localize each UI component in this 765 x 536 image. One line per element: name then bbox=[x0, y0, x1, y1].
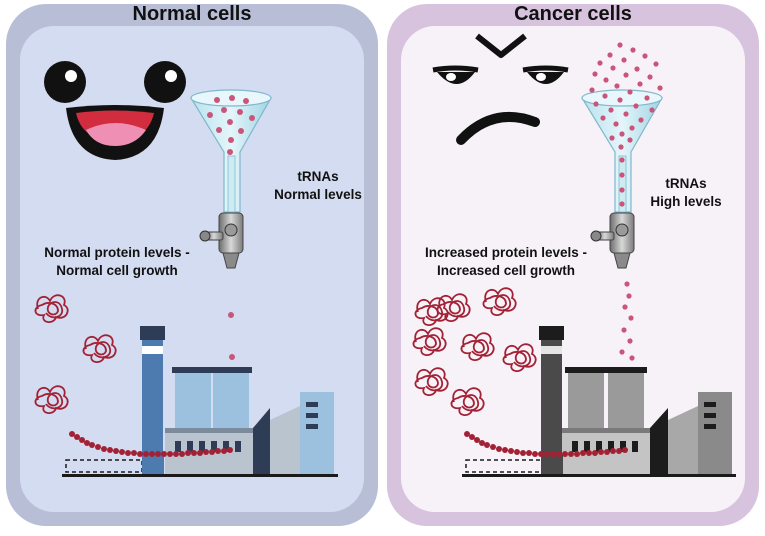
trna-label-normal-line1: tRNAs bbox=[297, 169, 339, 184]
trna-label-normal: tRNAs Normal levels bbox=[258, 168, 378, 204]
factory-normal bbox=[62, 326, 338, 477]
protein-label-cancer: Increased protein levels - Increased cel… bbox=[400, 244, 612, 280]
trna-label-cancer: tRNAs High levels bbox=[626, 175, 746, 211]
factory-cancer bbox=[462, 326, 736, 477]
angry-face-icon bbox=[432, 33, 569, 145]
protein-chain-cancer bbox=[464, 431, 628, 457]
protein-label-cancer-line1: Increased protein levels - bbox=[424, 245, 588, 260]
valve-cancer bbox=[590, 212, 635, 269]
protein-label-normal: Normal protein levels - Normal cell grow… bbox=[22, 244, 212, 280]
protein-label-normal-line2: Normal cell growth bbox=[56, 263, 178, 278]
protein-label-cancer-line2: Increased cell growth bbox=[436, 263, 576, 278]
protein-chain-normal bbox=[69, 431, 233, 457]
happy-face-icon bbox=[44, 61, 186, 160]
trna-label-cancer-line2: High levels bbox=[650, 194, 722, 209]
normal-cells-title: Normal cells bbox=[132, 3, 252, 25]
valve-normal bbox=[199, 212, 244, 269]
normal-cell-panel bbox=[6, 4, 378, 526]
trna-dots-normal bbox=[207, 95, 255, 360]
trna-funnel-cancer bbox=[581, 89, 663, 213]
cancer-cell-panel bbox=[387, 4, 759, 526]
trna-dots-cancer bbox=[589, 42, 663, 361]
protein-label-normal-line1: Normal protein levels - bbox=[44, 245, 190, 260]
trna-label-normal-line2: Normal levels bbox=[274, 187, 362, 202]
cancer-cells-title: Cancer cells bbox=[514, 3, 632, 25]
trna-label-cancer-line1: tRNAs bbox=[665, 176, 707, 191]
